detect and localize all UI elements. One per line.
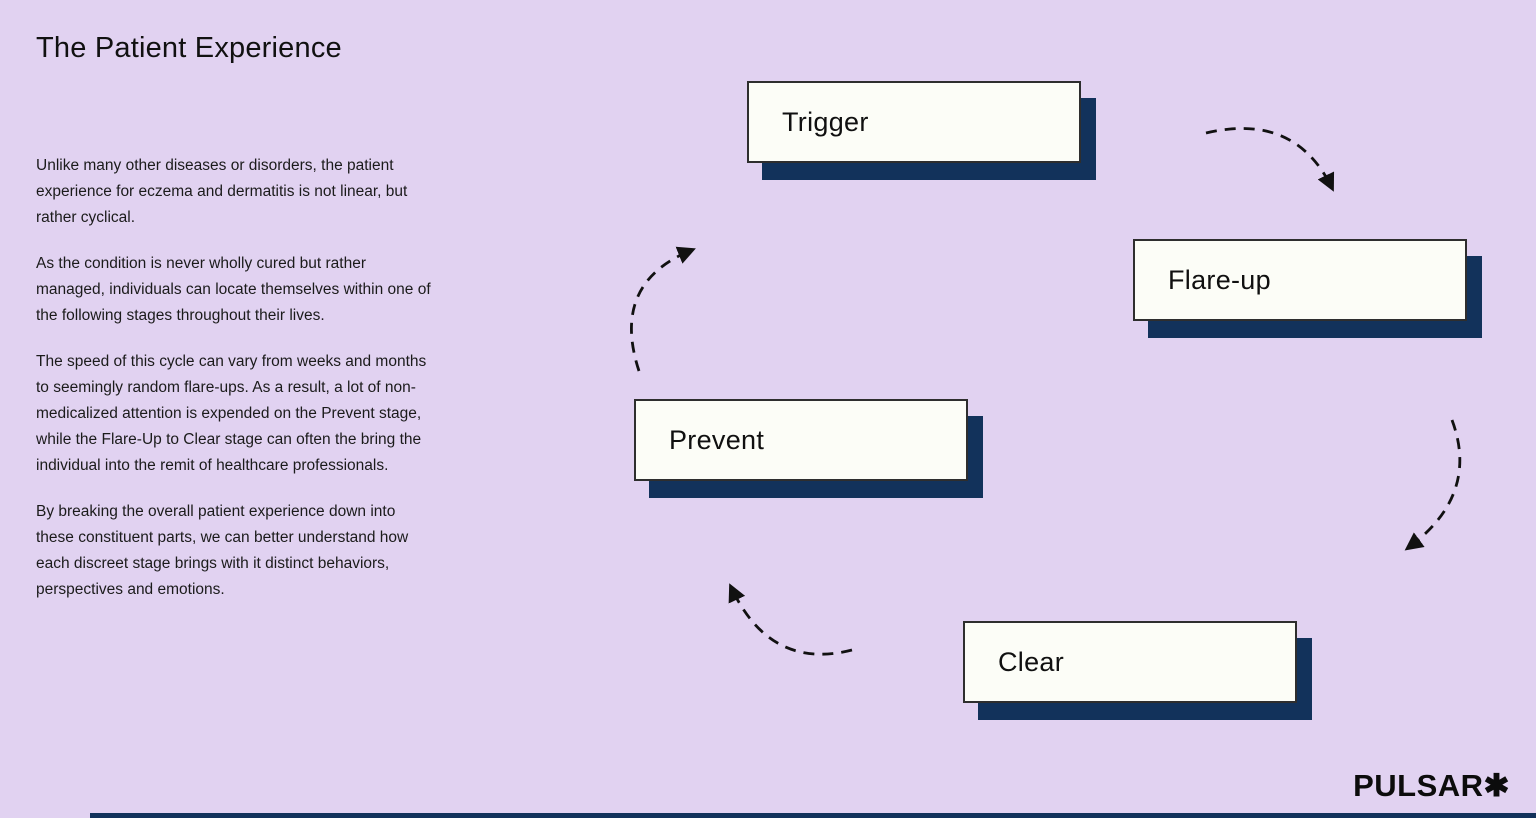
arrow-trigger-to-flareup	[1205, 127, 1335, 192]
bottom-edge-bar	[90, 813, 1536, 818]
stage-label: Prevent	[669, 424, 765, 455]
intro-text-column: The Patient Experience Unlike many other…	[36, 32, 434, 623]
stage-box-trigger: Trigger	[747, 81, 1081, 163]
stage-box-prevent: Prevent	[634, 399, 968, 481]
stage-box-flareup: Flare-up	[1133, 239, 1467, 321]
stage-label: Trigger	[782, 106, 869, 137]
stage-label: Flare-up	[1168, 264, 1271, 295]
asterisk-icon: ✱	[1483, 768, 1510, 803]
intro-paragraph-3: The speed of this cycle can vary from we…	[36, 353, 427, 474]
pulsar-logo-text: PULSAR	[1353, 768, 1484, 803]
arrow-clear-to-prevent	[728, 583, 853, 656]
intro-paragraph-4: By breaking the overall patient experien…	[36, 503, 409, 598]
intro-paragraph-2: As the condition is never wholly cured b…	[36, 255, 431, 324]
page-title: The Patient Experience	[36, 32, 342, 64]
pulsar-logo: PULSAR✱	[1353, 768, 1510, 804]
stage-label: Clear	[998, 646, 1065, 677]
arrow-flareup-to-clear	[1404, 419, 1462, 551]
intro-paragraph-1: Unlike many other diseases or disorders,…	[36, 157, 408, 226]
stage-box-clear: Clear	[963, 621, 1297, 703]
arrow-prevent-to-trigger	[630, 246, 696, 372]
